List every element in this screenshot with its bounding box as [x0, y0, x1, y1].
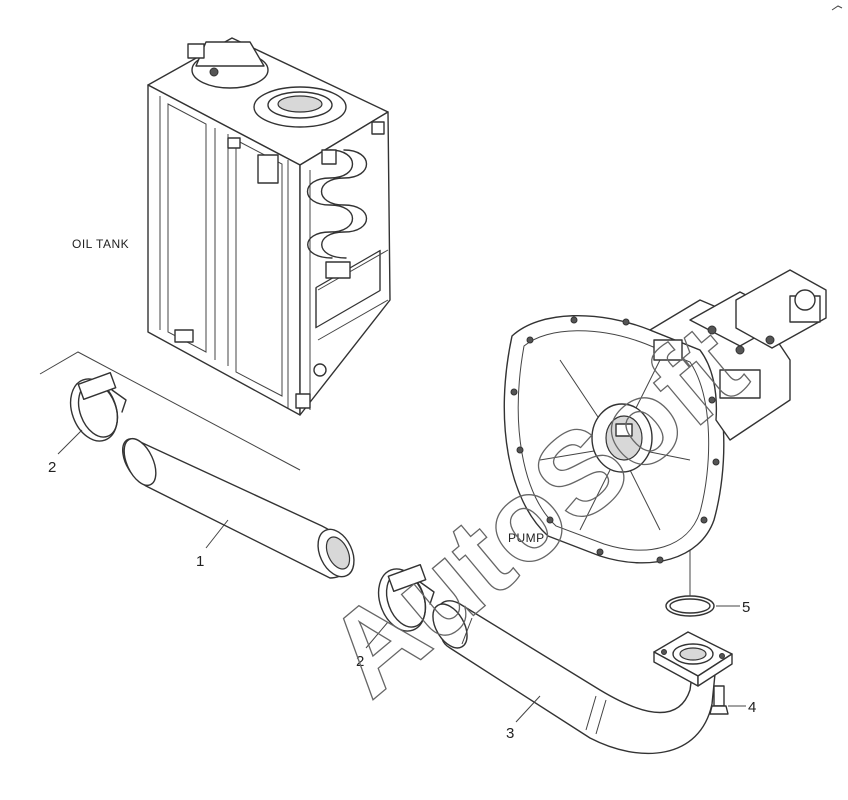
callout-clamp-lower: 2: [356, 653, 364, 670]
bolt: [709, 685, 729, 715]
oil-tank: [147, 37, 391, 416]
pump: [503, 269, 827, 564]
callout-tube: 3: [506, 725, 514, 742]
label-pump: PUMP: [508, 531, 545, 545]
hose-clamp-lower: [377, 563, 435, 632]
tank-connection-line: [39, 351, 301, 471]
callout-o-ring: 5: [742, 599, 750, 616]
leader-clamp-upper: [57, 429, 83, 455]
leader-hose: [205, 519, 229, 549]
corner-mark: [831, 5, 843, 11]
callout-clamp-upper: 2: [48, 459, 56, 476]
leader-tube: [515, 695, 541, 723]
callout-bolt: 4: [748, 699, 756, 716]
suction-tube: [432, 600, 717, 755]
hose-clamp-upper: [69, 371, 127, 442]
leader-clamp-lower: [365, 621, 389, 649]
o-ring: [665, 595, 715, 617]
hose: [122, 437, 355, 579]
label-oil-tank: OIL TANK: [72, 237, 129, 251]
callout-hose: 1: [196, 553, 204, 570]
tube-flange: [653, 631, 733, 687]
